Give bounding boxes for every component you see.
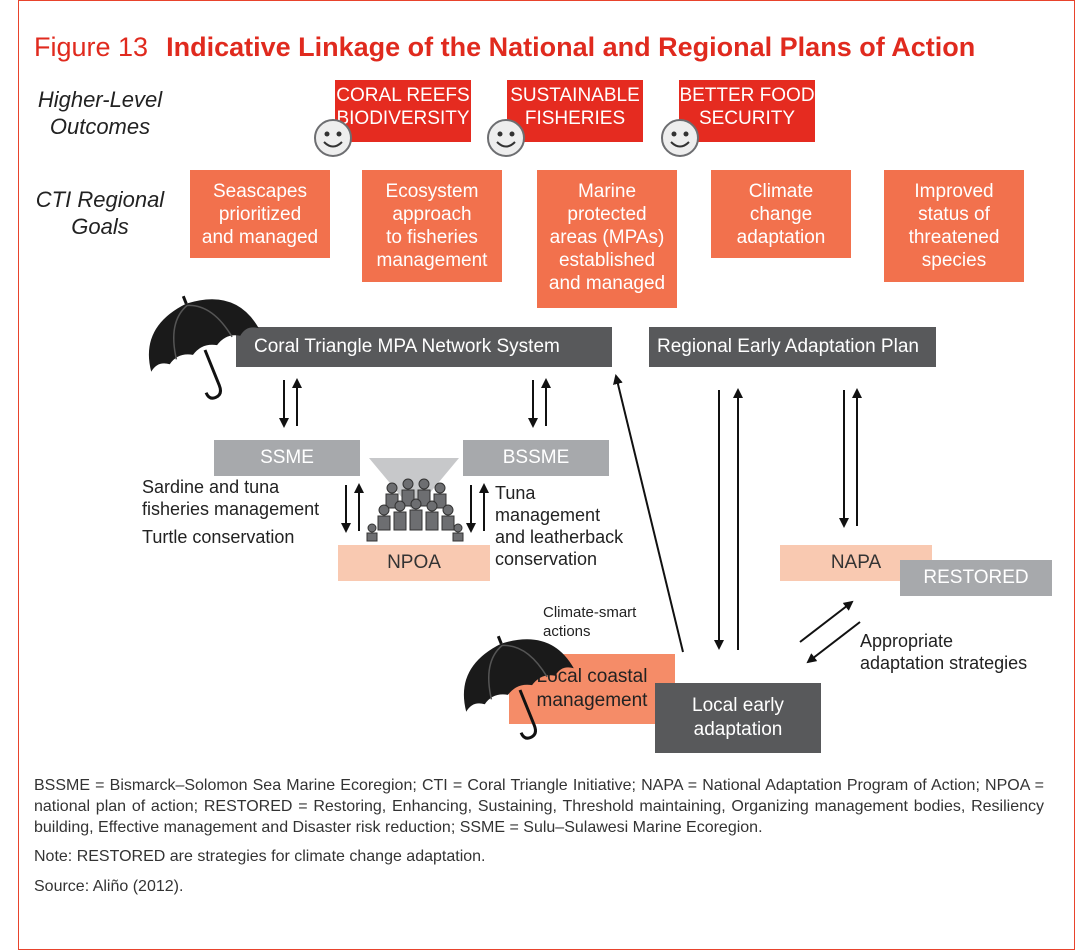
annotation-line: and leatherback bbox=[495, 527, 624, 547]
goal-box-species: Improved status of threatened species bbox=[884, 170, 1024, 282]
goal-text: Ecosystem bbox=[385, 181, 479, 202]
footer-abbreviations: BSSME = Bismarck–Solomon Sea Marine Ecor… bbox=[34, 777, 1044, 836]
outcome-text: BIODIVERSITY bbox=[336, 108, 470, 129]
goal-text: to fisheries bbox=[386, 227, 478, 248]
figure-title-text: Indicative Linkage of the National and R… bbox=[166, 32, 976, 62]
goal-text: Climate bbox=[748, 181, 814, 202]
local-early-box: Local early adaptation bbox=[655, 683, 821, 753]
appropriate-annotation: Appropriate adaptation strategies bbox=[860, 630, 1027, 674]
outcome-text: FISHERIES bbox=[524, 108, 626, 129]
goal-box-seascapes: Seascapes prioritized and managed bbox=[190, 170, 330, 258]
figure-title: Figure 13 Indicative Linkage of the Natio… bbox=[34, 32, 975, 63]
goal-text: species bbox=[921, 250, 987, 271]
goal-text: Improved bbox=[914, 181, 994, 202]
goal-text: protected bbox=[567, 204, 647, 225]
goal-text: areas (MPAs) bbox=[549, 227, 665, 248]
footer-source: Source: Aliño (2012). bbox=[34, 878, 184, 895]
footer-note: Note: RESTORED are strategies for climat… bbox=[34, 848, 486, 865]
npoa-box: NPOA bbox=[338, 545, 490, 581]
climate-smart-annotation: Climate-smart actions bbox=[543, 603, 636, 641]
goal-text: change bbox=[749, 204, 813, 225]
goal-text: Seascapes bbox=[212, 181, 307, 202]
annotation-line: Turtle conservation bbox=[142, 527, 295, 547]
goal-box-climate: Climate change adaptation bbox=[711, 170, 851, 258]
outcome-text: SECURITY bbox=[698, 108, 796, 129]
figure-number: Figure 13 bbox=[34, 32, 149, 62]
outcome-text: BETTER FOOD bbox=[679, 85, 815, 106]
annotation-line: actions bbox=[543, 623, 591, 640]
annotation-line: management bbox=[495, 505, 601, 525]
goal-text: prioritized bbox=[218, 204, 302, 225]
goals-label-line: Goals bbox=[71, 214, 129, 239]
outcomes-label-line: Higher-Level bbox=[37, 87, 163, 112]
goal-text: status of bbox=[918, 204, 990, 225]
annotation-line: adaptation strategies bbox=[860, 653, 1028, 673]
local-coastal-text: Local coastal bbox=[536, 666, 648, 687]
goal-box-mpas: Marine protected areas (MPAs) establishe… bbox=[537, 170, 677, 308]
annotation-line: conservation bbox=[495, 549, 598, 569]
mpa-network-box: Coral Triangle MPA Network System bbox=[236, 327, 612, 367]
local-coastal-text: management bbox=[536, 690, 648, 711]
annotation-line: fisheries management bbox=[142, 499, 320, 519]
annotation-line: Climate-smart bbox=[543, 604, 637, 621]
outcomes-label-line: Outcomes bbox=[49, 114, 151, 139]
local-early-text: Local early bbox=[692, 695, 784, 716]
goal-box-ecosystem: Ecosystem approach to fisheries manageme… bbox=[362, 170, 502, 282]
outcome-box-food-security: BETTER FOOD SECURITY bbox=[679, 80, 815, 142]
outcome-text: SUSTAINABLE bbox=[510, 85, 640, 106]
goal-text: Marine bbox=[577, 181, 637, 202]
ssme-annotation: Sardine and tuna fisheries management Tu… bbox=[142, 476, 319, 548]
outcomes-row-label: Higher-Level Outcomes bbox=[20, 86, 180, 140]
outcome-text: CORAL REEFS bbox=[336, 85, 470, 106]
annotation-line: Sardine and tuna bbox=[142, 477, 280, 497]
goal-text: established bbox=[558, 250, 656, 271]
local-early-text: adaptation bbox=[693, 719, 783, 740]
bssme-annotation: Tuna management and leatherback conserva… bbox=[495, 482, 623, 570]
goal-text: management bbox=[376, 250, 488, 271]
goal-text: threatened bbox=[908, 227, 1000, 248]
restored-box: RESTORED bbox=[900, 560, 1052, 596]
ssme-box: SSME bbox=[214, 440, 360, 476]
outcome-box-coral-reefs: CORAL REEFS BIODIVERSITY bbox=[335, 80, 471, 142]
outcome-box-sustainable-fisheries: SUSTAINABLE FISHERIES bbox=[507, 80, 643, 142]
annotation-line: Tuna bbox=[495, 483, 536, 503]
goal-text: approach bbox=[392, 204, 472, 225]
goal-text: adaptation bbox=[736, 227, 826, 248]
goals-row-label: CTI Regional Goals bbox=[20, 186, 180, 240]
bssme-box: BSSME bbox=[463, 440, 609, 476]
local-coastal-box: Local coastal management bbox=[509, 654, 675, 724]
annotation-line: Appropriate bbox=[860, 631, 954, 651]
goal-text: and managed bbox=[548, 273, 666, 294]
goal-text: and managed bbox=[201, 227, 319, 248]
goals-label-line: CTI Regional bbox=[35, 187, 165, 212]
regional-plan-box: Regional Early Adaptation Plan bbox=[649, 327, 936, 367]
